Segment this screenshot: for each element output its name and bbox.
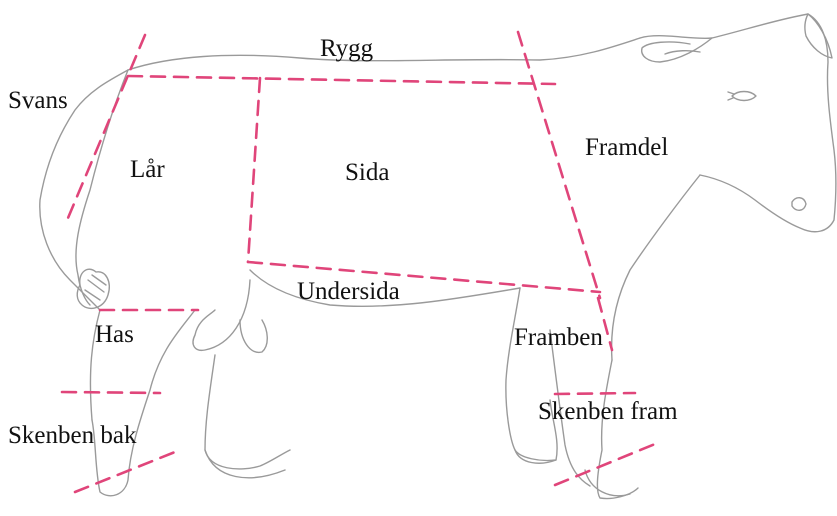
cow-eye-outline (732, 92, 756, 101)
cow-tail-outline (76, 70, 128, 305)
cut-line-framdel-back (518, 32, 600, 298)
label-rygg: Rygg (320, 36, 373, 61)
cow-ear-left-outline (642, 38, 712, 62)
label-svans: Svans (8, 88, 68, 113)
cow-head-outline (640, 14, 836, 232)
cow-nostril-outline (792, 198, 806, 211)
label-skenben-fram: Skenben fram (538, 399, 678, 424)
cow-front-hoof-2 (585, 470, 630, 496)
cut-line-skenben-fram-lower (555, 444, 655, 485)
label-undersida: Undersida (297, 279, 400, 304)
cow-rear-leg-front-outline (205, 355, 290, 469)
cow-tail-tuft-strands (85, 275, 106, 300)
cow-outline (40, 14, 836, 499)
cow-neck-outline (612, 175, 700, 360)
cut-line-lar-sida (248, 78, 260, 262)
cow-front-leg-outline (597, 360, 638, 499)
label-skenben-bak: Skenben bak (8, 423, 136, 448)
cow-front-hoof-1 (515, 450, 556, 463)
label-framben: Framben (514, 325, 603, 350)
cut-line-skenben-bak (62, 392, 160, 393)
cow-udder-teats (240, 320, 267, 352)
label-has: Has (95, 322, 134, 347)
cow-ear-inner (665, 51, 700, 54)
cow-eye-lash (728, 92, 734, 100)
cut-line-skenben-bak-lower (75, 450, 180, 492)
label-framdel: Framdel (585, 135, 668, 160)
label-sida: Sida (345, 160, 389, 185)
cut-line-top (128, 76, 555, 84)
cow-front-leg-back-outline (506, 288, 557, 461)
label-lar: Lår (130, 157, 165, 182)
cow-udder-outline (193, 280, 250, 350)
cut-line-svans-rygg (68, 35, 145, 218)
cut-line-skenben-fram (555, 393, 635, 394)
cow-back-outline (128, 38, 640, 70)
